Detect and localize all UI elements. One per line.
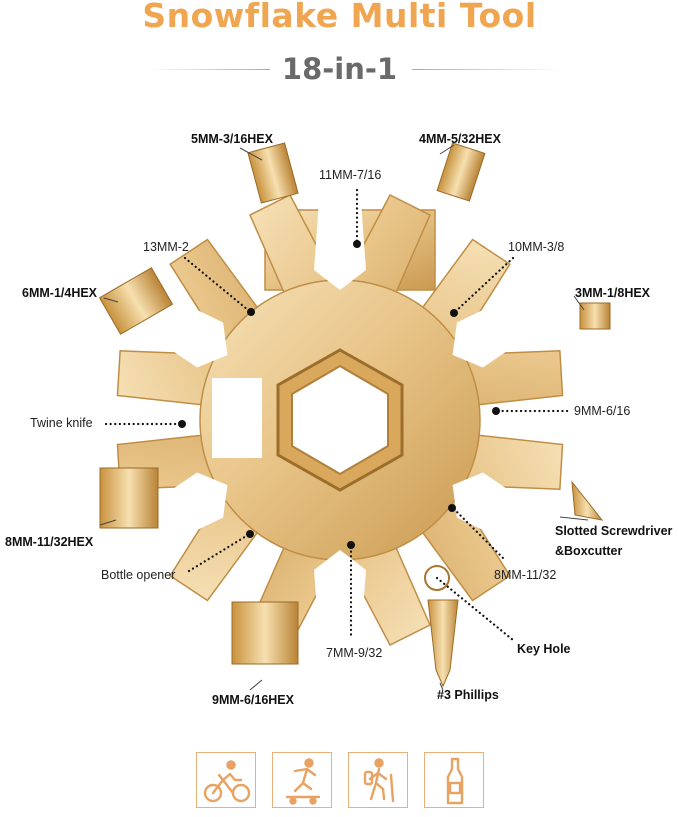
label-hex-9mm: 9MM-6/16HEX [212,693,294,707]
label-hex-6mm: 6MM-1/4HEX [22,286,98,300]
label-hex-3mm: 3MM-1/8HEX [575,286,651,300]
label-key-hole: Key Hole [517,642,571,656]
label-boxcutter: &Boxcutter [555,544,623,558]
leader-lines [104,188,570,642]
label-slotted-screwdriver: Slotted Screwdriver [555,524,673,538]
leader-lines-thin [99,144,589,691]
label-wrench-10mm: 10MM-3/8 [508,240,565,254]
hiking-icon [348,752,408,808]
label-hex-8mm: 8MM-11/32HEX [5,535,94,549]
product-subtitle: 18-in-1 [281,52,398,86]
label-wrench-11mm: 11MM-7/16 [319,168,382,182]
label-wrench-7mm: 7MM-9/32 [326,646,383,660]
label-hex-5mm: 5MM-3/16HEX [191,132,273,146]
label-hex-4mm: 4MM-5/32HEX [419,132,501,146]
divider-left [148,69,270,70]
cycling-icon [196,752,256,808]
product-title: Snowflake Multi Tool [142,0,537,35]
label-wrench-13mm: 13MM-2 [143,240,189,254]
label-phillips: #3 Phillips [437,688,499,702]
snowflake-body [105,160,575,680]
label-wrench-9mm: 9MM-6/16 [574,404,631,418]
skateboarding-icon [272,752,332,808]
bottle-icon [424,752,484,808]
label-twine-knife: Twine knife [30,416,93,430]
label-bottle-opener: Bottle opener [101,568,176,582]
divider-right [412,69,562,70]
leader-dots [178,240,500,549]
label-wrench-8mm: 8MM-11/32 [494,568,557,582]
subtitle-row: 18-in-1 [0,52,679,86]
hex-bits [98,142,611,688]
